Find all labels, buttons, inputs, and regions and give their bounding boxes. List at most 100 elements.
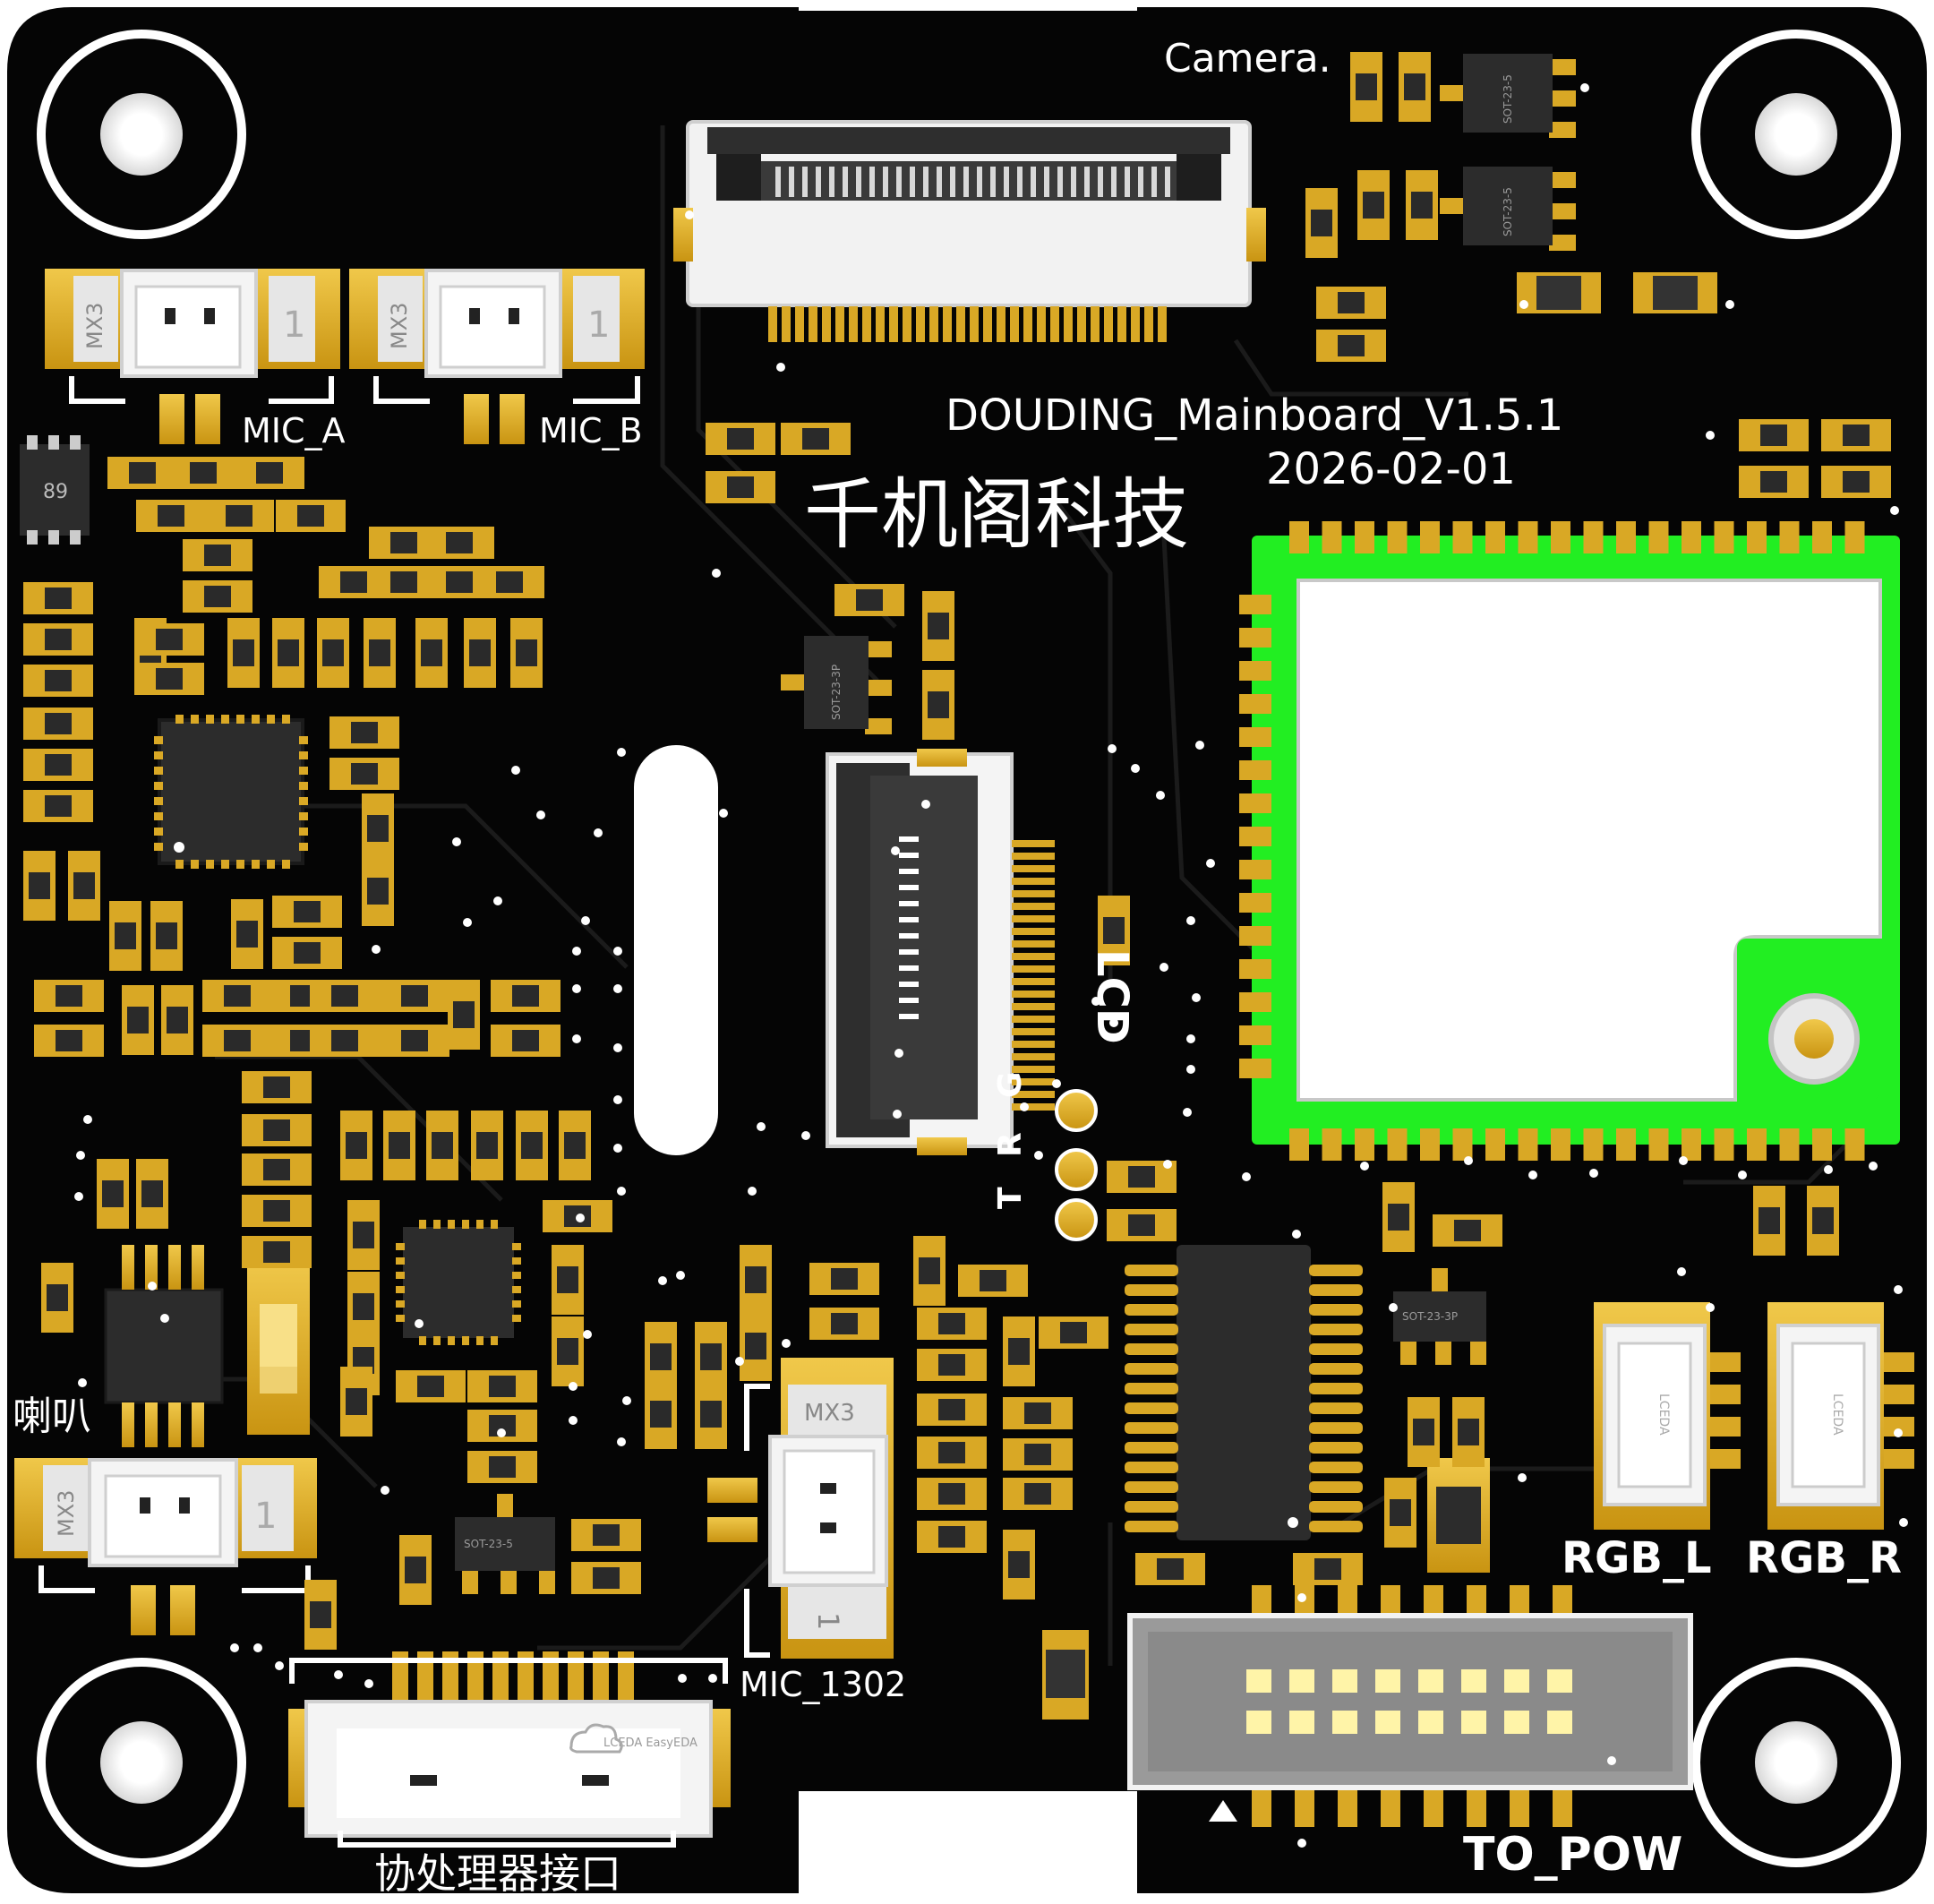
passive-body xyxy=(56,1030,82,1051)
passive-body xyxy=(263,1200,290,1222)
lcd-fpc-connector xyxy=(826,749,1055,1155)
ic-lead xyxy=(1125,1265,1178,1276)
module-pad xyxy=(1239,827,1271,846)
via xyxy=(576,1214,585,1222)
via xyxy=(1580,83,1589,92)
fpc-pin xyxy=(903,306,911,342)
fpc-tooth xyxy=(1031,167,1036,197)
camera-label: Camera. xyxy=(1164,36,1331,81)
module-pad xyxy=(1239,595,1271,614)
passive-components xyxy=(23,52,1891,1720)
ic-lead xyxy=(221,860,229,869)
via xyxy=(253,1643,262,1652)
fpc-tooth xyxy=(923,167,928,197)
header-pin xyxy=(1553,1784,1572,1827)
sot-lead xyxy=(1432,1268,1448,1295)
module-pad xyxy=(1289,521,1309,553)
board-title: DOUDING_Mainboard_V1.5.1 xyxy=(946,390,1563,441)
fpc-pin xyxy=(795,306,804,342)
mic-b-pin1-text: 1 xyxy=(587,304,610,346)
passive-body xyxy=(45,587,72,609)
header-pad xyxy=(1332,1711,1357,1734)
header-pad xyxy=(1461,1711,1486,1734)
module-pad xyxy=(1583,521,1604,553)
passive-body xyxy=(980,1270,1006,1291)
pin-r-label: R xyxy=(992,1132,1029,1157)
passive-body xyxy=(938,1526,965,1548)
mic-a-mx3-text: MX3 xyxy=(82,303,107,349)
mic-1302-pin1-text: 1 xyxy=(811,1612,845,1630)
passive-body xyxy=(263,1159,290,1180)
passive-body xyxy=(73,872,95,899)
module-pad xyxy=(1355,521,1374,553)
mounting-hole-icon xyxy=(1691,30,1901,239)
speaker-pin1-text: 1 xyxy=(254,1496,277,1537)
passive-body xyxy=(369,639,390,666)
fpc-pin xyxy=(1077,306,1086,342)
ic-lead xyxy=(1309,1501,1363,1513)
ic-lead xyxy=(154,751,163,759)
fpc-contact xyxy=(899,933,919,939)
pin-g-label: G xyxy=(992,1071,1029,1098)
passive-body xyxy=(1390,1499,1411,1526)
ic-lead xyxy=(433,1220,441,1229)
passive-body xyxy=(346,1132,367,1159)
ic-lead xyxy=(299,812,308,820)
module-pad xyxy=(1714,1128,1734,1161)
ic-lead xyxy=(282,860,290,869)
passive-body xyxy=(417,1376,444,1397)
sot-lead xyxy=(1549,122,1576,138)
header-pad xyxy=(1332,1669,1357,1693)
ic-lead xyxy=(154,767,163,775)
via xyxy=(452,837,461,846)
module-pad xyxy=(1420,521,1440,553)
passive-body xyxy=(593,1524,620,1546)
header-pin xyxy=(1553,1585,1572,1621)
passive-body xyxy=(1388,1204,1409,1231)
module-pad xyxy=(1648,1128,1669,1161)
wifi-module xyxy=(1239,521,1900,1161)
mic-a-label: MIC_A xyxy=(242,411,346,450)
ic-lead xyxy=(1309,1284,1363,1296)
via xyxy=(1528,1171,1537,1179)
module-pad xyxy=(1682,1128,1701,1161)
ic-lead xyxy=(1309,1402,1363,1414)
speaker-label: 喇叭 xyxy=(13,1394,91,1439)
via xyxy=(569,1382,578,1391)
module-pad xyxy=(1779,521,1800,553)
module-pad xyxy=(1485,1128,1505,1161)
fpc-pin xyxy=(956,306,965,342)
fpc-pin xyxy=(1012,953,1055,960)
ic-lead xyxy=(1125,1363,1178,1375)
module-pad xyxy=(1355,1128,1374,1161)
header-pin xyxy=(1381,1784,1400,1827)
fpc-pin xyxy=(1158,306,1167,342)
via xyxy=(572,984,581,993)
passive-body xyxy=(233,639,254,666)
ic-lead xyxy=(154,812,163,820)
passive-body xyxy=(389,1132,410,1159)
ic-lead xyxy=(1309,1304,1363,1316)
ic-lead xyxy=(191,860,199,869)
module-pad xyxy=(1239,760,1271,780)
ic-lead xyxy=(154,797,163,805)
passive-body xyxy=(489,1376,516,1397)
module-pad xyxy=(1322,1128,1342,1161)
module-pad xyxy=(1239,992,1271,1012)
fpc-pin xyxy=(849,306,858,342)
fpc-tooth xyxy=(775,167,781,197)
ic-lead xyxy=(154,736,163,744)
ic-lead xyxy=(175,715,184,724)
via xyxy=(381,1486,389,1495)
module-pad xyxy=(1616,1128,1636,1161)
via xyxy=(801,1131,810,1140)
header-pin xyxy=(1510,1585,1529,1621)
module-pad xyxy=(1518,521,1538,553)
ic-lead xyxy=(267,860,275,869)
fpc-pin xyxy=(876,306,885,342)
fpc-pin xyxy=(1012,1103,1055,1111)
via xyxy=(372,945,381,954)
passive-body xyxy=(226,505,252,527)
ic-lead xyxy=(1309,1363,1363,1375)
